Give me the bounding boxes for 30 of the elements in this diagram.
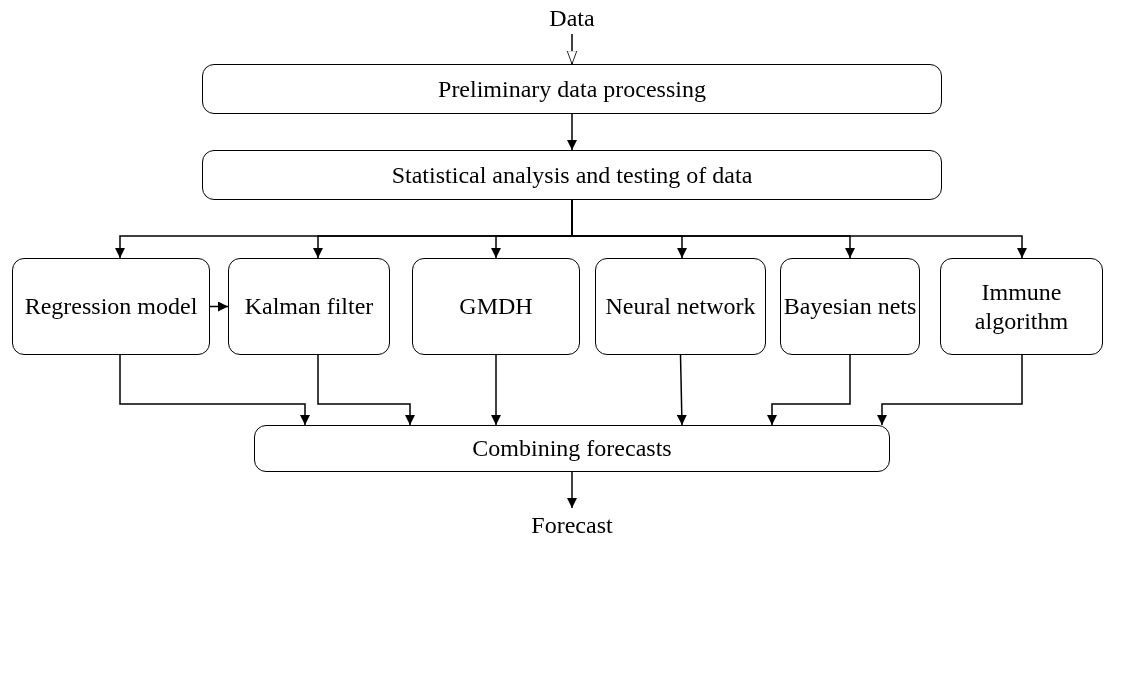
process-box [780,258,920,355]
node-label: Statistical analysis and testing of data [391,160,753,190]
arrow [567,471,577,509]
node-label: Data [549,3,595,33]
node-label: Kalman filter [244,292,374,321]
node-label: GMDH [459,292,533,321]
arrow [877,354,1023,426]
node-label: Bayesian nets [783,292,917,321]
arrow [491,354,501,426]
arrow [676,354,687,426]
merge-box [254,425,890,472]
hollow-arrow [566,33,578,65]
arrow [317,354,415,426]
process-box [202,64,942,114]
process-box [940,258,1103,355]
process-box [595,258,766,355]
node-label: Regression model [24,292,198,321]
arrow [209,301,229,312]
node-label: Forecast [531,510,613,540]
arrow [119,354,310,426]
process-box [202,150,942,200]
node-label: Immune algorithm [973,277,1070,336]
process-box [228,258,390,355]
process-box [12,258,210,355]
arrow [767,354,851,426]
node-label: Preliminary data processing [438,74,706,104]
node-label: Combining forecasts [472,434,672,463]
node-label: Neural network [605,292,756,321]
process-box [412,258,580,355]
arrow [567,113,577,151]
